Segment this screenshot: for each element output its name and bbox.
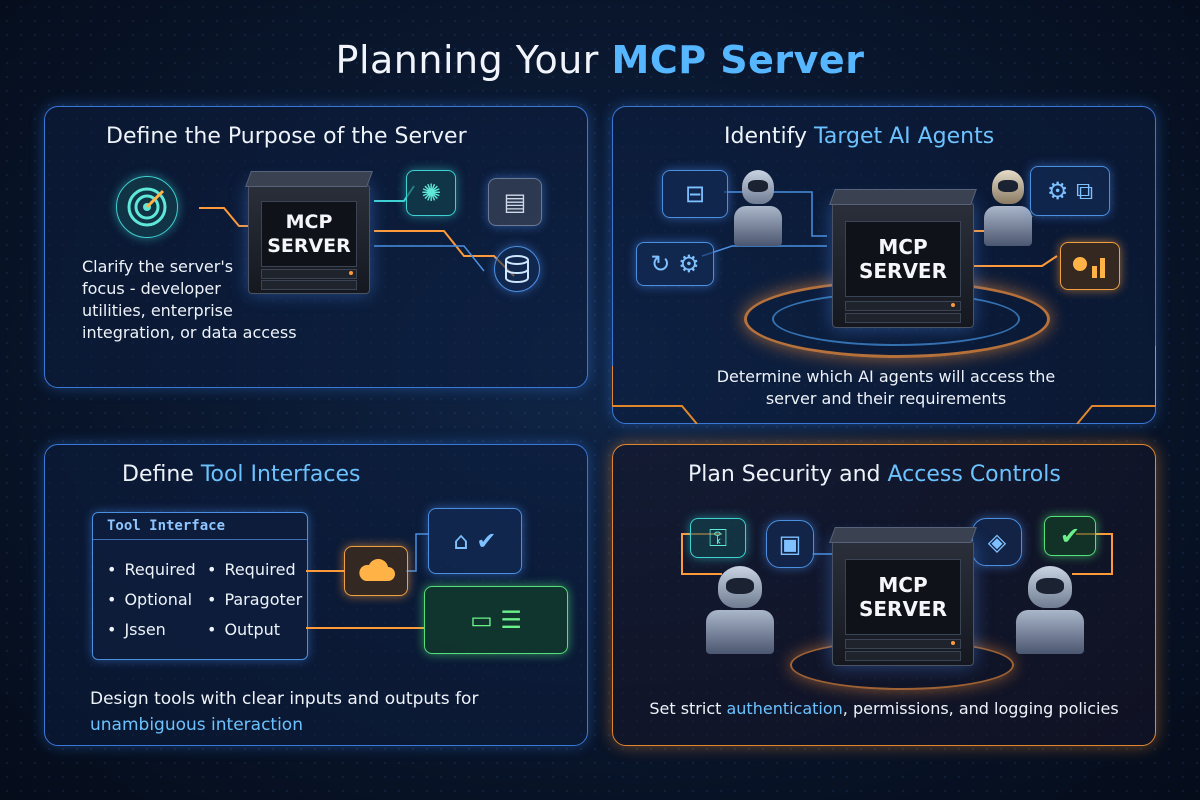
database-icon [494, 246, 540, 292]
chart-icon [1060, 242, 1120, 290]
panel-2-title: Identify Target AI Agents [724, 124, 995, 149]
key-icon: ⚿ [690, 518, 746, 558]
panel-1-description: Clarify the server's focus - developer u… [82, 257, 297, 342]
panel-2-description: Determine which AI agents will access th… [716, 367, 1056, 408]
panel-3-description: Design tools with clear inputs and outpu… [90, 689, 479, 735]
browser-window-icon: ⊟ [662, 170, 728, 218]
document-icon: ▤ [488, 178, 542, 226]
panel-3-connectors [306, 533, 428, 629]
shield-icon: ◈ [972, 518, 1022, 566]
robot-icon [700, 566, 780, 656]
tool-interface-card: Tool Interface Required Optional Jssen R… [92, 512, 308, 660]
tool-interface-header: Tool Interface [93, 513, 307, 540]
gear-icon: ✺ [406, 170, 456, 216]
robot-icon [978, 170, 1038, 250]
gear-icon: ⚙ ⧉ [1030, 166, 1110, 216]
target-icon [116, 176, 178, 238]
panel-4-description: Set strict authentication, permissions, … [649, 699, 1119, 718]
panel-1-title: Define the Purpose of the Server [106, 124, 467, 149]
cloud-icon [344, 546, 408, 596]
home-icon: ⌂ ✔ [428, 508, 522, 574]
settings-icons: ↻ ⚙ [636, 242, 714, 286]
tool-interface-left-list: Required Optional Jssen [107, 555, 195, 645]
form-output-icon: ▭ ☰ [424, 586, 568, 654]
check-icon: ✔ [1044, 516, 1096, 556]
robot-icon [1010, 566, 1090, 656]
panel-4-title: Plan Security and Access Controls [688, 462, 1061, 487]
robot-icon [728, 170, 788, 250]
page-title: Planning Your MCP Server [335, 38, 865, 82]
lock-icon: ▣ [766, 520, 814, 568]
panel-3-title: Define Tool Interfaces [122, 462, 361, 487]
tool-interface-right-list: Required Paragoter Output [207, 555, 302, 645]
